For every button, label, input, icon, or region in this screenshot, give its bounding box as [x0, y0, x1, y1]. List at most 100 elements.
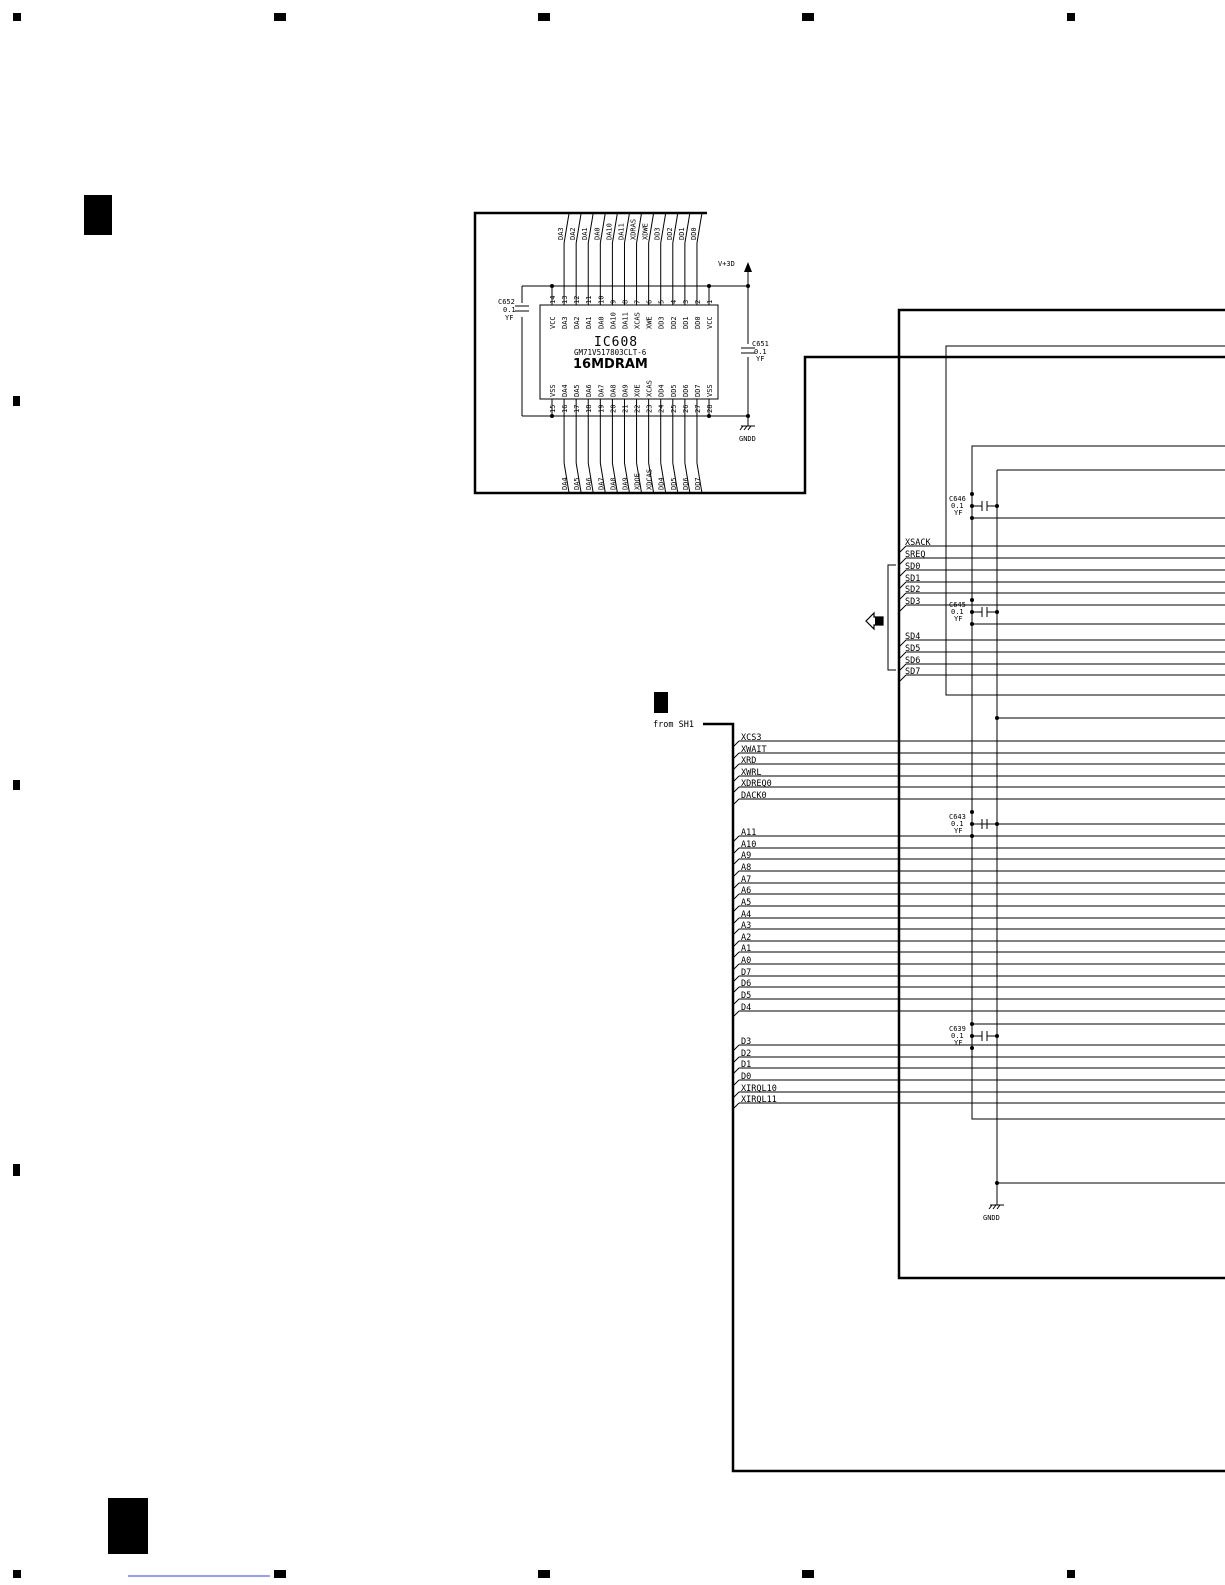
sh1-bus-label: A2	[741, 933, 751, 943]
ic-bottom-pin-name: XOE	[634, 384, 642, 397]
ic-bottom-pin-name: DD4	[658, 384, 666, 397]
ic-bottom-pin-name: DA5	[573, 384, 581, 397]
sh1-bus-signals: XCS3XWAITXRDXWRLXDREQ0DACK0A11A10A9A8A7A…	[732, 733, 1225, 1110]
sh1-bus-label: D1	[741, 1060, 751, 1070]
ic-bottom-pin-name: VSS	[706, 384, 714, 397]
s-bus-label: XSACK	[905, 538, 931, 548]
sh1-bus-wire-bend	[732, 893, 740, 901]
sh1-bus-label: XIRQL11	[741, 1095, 777, 1105]
ic-top-pin-number: 2	[694, 300, 702, 304]
s-bus-label: SD1	[905, 574, 920, 584]
c652-value: 0.1	[503, 306, 516, 314]
sh1-bus-label: D4	[741, 1003, 751, 1013]
ic-top-pin-number: 9	[609, 300, 617, 304]
ic-top-pin-name: DA2	[573, 316, 581, 329]
sheet-marker-top	[84, 195, 112, 235]
ic-top-pin-number: 1	[706, 300, 714, 304]
ic608-ref: IC608	[594, 335, 638, 350]
decoupling-network	[945, 345, 1225, 1210]
junction-dot	[970, 492, 974, 496]
from-marker	[654, 692, 668, 713]
ic-top-net-bend	[575, 212, 582, 244]
sh1-bus-wire-bend	[732, 998, 740, 1006]
ic-top-net-label: DA0	[593, 227, 601, 240]
sh1-bus-wire-bend	[732, 1067, 740, 1075]
ic-top-net-bend	[648, 212, 655, 244]
ic-top-net-label: DD2	[666, 227, 674, 240]
ic-bottom-pin-name: VSS	[549, 384, 557, 397]
ic-top-net-bend	[636, 212, 643, 244]
ic-top-pin-number: 10	[597, 296, 605, 304]
sh1-bus-wire-bend	[732, 740, 740, 748]
ic-bottom-net-label: DD5	[670, 477, 678, 490]
sh1-bus-wire-bend	[732, 1079, 740, 1087]
ic-top-pin-number: 14	[549, 296, 557, 304]
ic-bottom-net-bend	[636, 462, 643, 494]
sh1-bus-label: XDREQ0	[741, 779, 772, 789]
sh1-bus-wire-bend	[732, 775, 740, 783]
ic-bottom-net-label: DA4	[561, 477, 569, 490]
junction-dot	[970, 1046, 974, 1050]
ic-top-pin-number: 12	[573, 296, 581, 304]
ic-top-pin-number: 3	[682, 300, 690, 304]
ic-bottom-net-label: DA7	[597, 477, 605, 490]
sh1-bus-label: D7	[741, 968, 751, 978]
from-sh1-label: from SH1	[653, 720, 694, 730]
sh1-bus-label: A9	[741, 851, 751, 861]
sh1-bus-wire-bend	[732, 928, 740, 936]
decap-value: 0.1	[951, 820, 964, 828]
ic-top-pin-name: VCC	[706, 316, 714, 329]
sh1-bus-label: A4	[741, 910, 751, 920]
sh1-bus-wire-bend	[732, 847, 740, 855]
ic-top-net-label: DD1	[678, 227, 686, 240]
ic-bottom-net-label: DA5	[573, 477, 581, 490]
decap-ref: C643	[949, 813, 966, 821]
ic-top-net-label: DA10	[605, 223, 613, 240]
ic-top-pin-name: DD0	[694, 316, 702, 329]
s-bus-wire-bend	[899, 604, 907, 612]
ic-bottom-pin-name: DA7	[597, 384, 605, 397]
s-bus-wire-bend	[899, 569, 907, 577]
vcc-label: V+3D	[718, 260, 735, 268]
sh1-bus-wire-bend	[732, 786, 740, 794]
ic-bottom-pin-number: 20	[609, 405, 617, 413]
decap-value: 0.1	[951, 608, 964, 616]
c652-ref: C652	[498, 298, 515, 306]
ic-bottom-net-label: XDOE	[634, 473, 642, 490]
ic-top-net-label: DA11	[617, 223, 625, 240]
ic-top-net-label: DA1	[581, 227, 589, 240]
ic-bottom-pin-name: DD6	[682, 384, 690, 397]
ic-top-net-bend	[672, 212, 679, 244]
junction-dot	[970, 810, 974, 814]
ic-bottom-pin-number: 19	[597, 405, 605, 413]
ic-bottom-pin-name: DA9	[621, 384, 629, 397]
ic-bottom-net-bend	[684, 462, 691, 494]
decap-type: YF	[954, 1039, 962, 1047]
ic-top-net-label: DD3	[654, 227, 662, 240]
sh1-bus-wire-bend	[732, 963, 740, 971]
ic-top-pin-name: DD1	[682, 316, 690, 329]
ic-top-net-bend	[623, 212, 630, 244]
ic-top-pin-name: DD2	[670, 316, 678, 329]
junction-dot	[970, 622, 974, 626]
ic-bottom-pin-name: XCAS	[646, 380, 654, 397]
sh1-bus-label: A3	[741, 921, 751, 931]
ic-bottom-net-bend	[575, 462, 582, 494]
sh1-bus-wire-bend	[732, 975, 740, 983]
sh1-bus-label: A1	[741, 944, 751, 954]
sh1-bus-wire-bend	[732, 835, 740, 843]
sh1-bus-wire-bend	[732, 1102, 740, 1110]
s-bus-label: SD3	[905, 597, 920, 607]
s-bus-wire-bend	[899, 592, 907, 600]
ic608-pin-text: VCC14DA313DA212DA111DA010DA109DA118XCAS7…	[549, 219, 714, 490]
ic-bottom-pin-number: 23	[646, 405, 654, 413]
gnd-label-bottom: GNDD	[983, 1214, 1000, 1222]
sh1-bus-wire-bend	[732, 1010, 740, 1018]
sheet-marker-bottom	[108, 1498, 148, 1554]
ic-bottom-net-bend	[599, 462, 606, 494]
sh1-bus-label: A7	[741, 875, 751, 885]
s-bus-wire-bend	[899, 639, 907, 647]
